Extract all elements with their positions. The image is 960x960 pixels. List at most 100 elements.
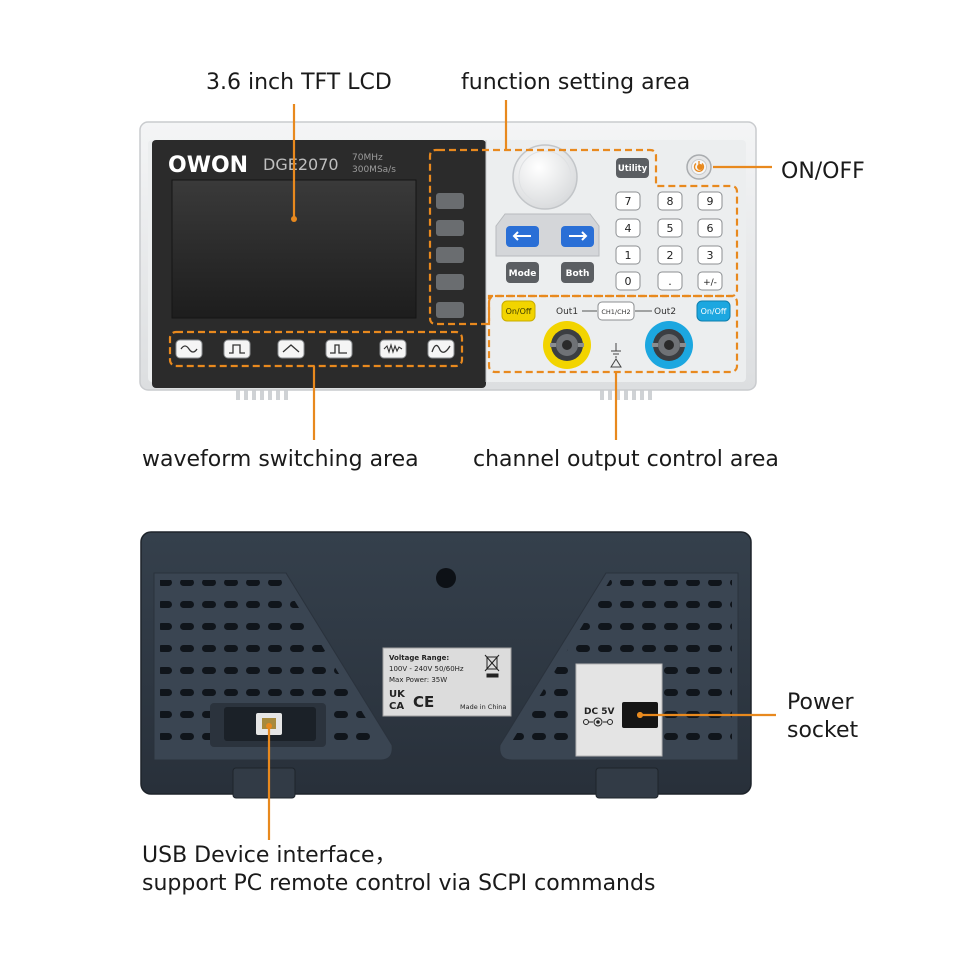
power-socket-callout-line2: socket bbox=[787, 718, 859, 743]
keypad-key[interactable] bbox=[697, 218, 723, 238]
soft-key-3[interactable] bbox=[436, 247, 464, 263]
keypad-key-label: 6 bbox=[707, 222, 714, 235]
usb-leader-dot bbox=[266, 723, 272, 729]
ground-icon bbox=[611, 343, 621, 358]
model-name: DGE2070 bbox=[263, 155, 339, 174]
ukca-mark-bottom: CA bbox=[389, 701, 404, 712]
keypad-key-label: 2 bbox=[667, 249, 674, 262]
keypad-key-label: . bbox=[668, 275, 672, 288]
keypad-key-label: 5 bbox=[667, 222, 674, 235]
keypad-key-label: 1 bbox=[625, 249, 632, 262]
channel-callout: channel output control area bbox=[473, 447, 779, 472]
utility-key[interactable] bbox=[616, 158, 649, 178]
callout-outlines bbox=[168, 148, 739, 374]
ch1-ch2-switch-label: CH1/CH2 bbox=[601, 308, 630, 316]
usb-callout-line2: support PC remote control via SCPI comma… bbox=[142, 871, 655, 896]
keypad-key[interactable] bbox=[697, 271, 723, 291]
noise-key[interactable] bbox=[379, 339, 407, 359]
label-voltage-range: Voltage Range: bbox=[389, 654, 449, 662]
weee-bin-icon bbox=[484, 654, 500, 678]
made-in-label: Made in China bbox=[460, 703, 506, 711]
sine-icon bbox=[180, 345, 198, 353]
noise-icon bbox=[383, 342, 403, 354]
waveform-callout: waveform switching area bbox=[142, 447, 419, 472]
keypad-key[interactable] bbox=[697, 191, 723, 211]
channel-area-outline bbox=[487, 294, 739, 374]
power-callout: ON/OFF bbox=[781, 159, 865, 184]
dc-polarity-icon bbox=[583, 717, 613, 727]
keypad-key[interactable] bbox=[657, 191, 683, 211]
keypad-key[interactable] bbox=[657, 245, 683, 265]
keypad-key[interactable] bbox=[615, 245, 641, 265]
keypad-key[interactable] bbox=[615, 191, 641, 211]
leader-lines bbox=[292, 100, 772, 440]
ch1-onoff-label: On/Off bbox=[506, 307, 532, 316]
ch2-onoff-label: On/Off bbox=[701, 307, 727, 316]
spec-line-2: 300MSa/s bbox=[352, 165, 396, 175]
keypad-key[interactable] bbox=[657, 218, 683, 238]
rear-panel: Voltage Range: 100V - 240V 50/60Hz Max P… bbox=[140, 531, 752, 799]
left-arrow-icon bbox=[512, 231, 531, 241]
brand-logo: OWON bbox=[168, 153, 248, 178]
front-feet bbox=[236, 388, 652, 400]
power-socket-callout-line1: Power bbox=[787, 690, 854, 715]
soft-key-2[interactable] bbox=[436, 220, 464, 236]
warning-icon bbox=[610, 358, 622, 368]
keypad-key[interactable] bbox=[697, 245, 723, 265]
square-key[interactable] bbox=[223, 339, 251, 359]
right-arrow-icon bbox=[569, 231, 588, 241]
utility-key-label: Utility bbox=[618, 164, 648, 174]
arb-key[interactable] bbox=[427, 339, 455, 359]
out1-bnc-connector[interactable] bbox=[543, 321, 591, 369]
arbitrary-icon bbox=[431, 344, 451, 353]
out2-bnc-connector[interactable] bbox=[645, 321, 693, 369]
keypad-key-label: 0 bbox=[625, 275, 632, 288]
rating-label bbox=[382, 647, 512, 717]
ce-mark: CE bbox=[413, 693, 434, 711]
ramp-icon bbox=[282, 344, 300, 353]
rear-foot-left bbox=[232, 767, 296, 799]
rear-leader-lines bbox=[267, 713, 776, 840]
keypad-key-label: 9 bbox=[707, 195, 714, 208]
keypad-key[interactable] bbox=[657, 271, 683, 291]
power-socket-leader-dot bbox=[637, 712, 643, 718]
ramp-key[interactable] bbox=[277, 339, 305, 359]
both-key-label: Both bbox=[566, 269, 590, 279]
both-key[interactable] bbox=[561, 262, 594, 283]
usb-callout-line1: USB Device interface， bbox=[142, 843, 397, 868]
label-voltage-values: 100V - 240V 50/60Hz bbox=[389, 665, 464, 673]
ukca-mark-top: UK bbox=[389, 689, 406, 700]
spec-line-1: 70MHz bbox=[352, 153, 383, 163]
keypad-key-label: 3 bbox=[707, 249, 714, 262]
square-icon bbox=[229, 344, 245, 354]
keypad-key-label: 7 bbox=[625, 195, 632, 208]
soft-key-4[interactable] bbox=[436, 274, 464, 290]
ch1-ch2-switch-key[interactable] bbox=[597, 301, 635, 321]
soft-key-5[interactable] bbox=[436, 302, 464, 318]
ch1-onoff-key[interactable] bbox=[501, 300, 536, 322]
pulse-icon bbox=[330, 344, 347, 354]
mode-key[interactable] bbox=[506, 262, 539, 283]
soft-key-1[interactable] bbox=[436, 193, 464, 209]
keypad-key-label: +/- bbox=[703, 278, 717, 288]
label-max-power: Max Power: 35W bbox=[389, 676, 447, 684]
keypad-key[interactable] bbox=[615, 218, 641, 238]
waveform-area-outline bbox=[168, 330, 464, 368]
rotary-knob[interactable] bbox=[512, 144, 578, 210]
function-callout: function setting area bbox=[461, 70, 690, 95]
rear-foot-right bbox=[595, 767, 659, 799]
out2-label: Out2 bbox=[654, 307, 676, 317]
ch2-onoff-key[interactable] bbox=[696, 300, 731, 322]
rear-screw-hole bbox=[436, 568, 456, 588]
lcd-callout: 3.6 inch TFT LCD bbox=[206, 70, 392, 95]
keypad-key-label: 4 bbox=[625, 222, 632, 235]
keypad-key[interactable] bbox=[615, 271, 641, 291]
power-leader-dot bbox=[697, 164, 703, 170]
function-area-outline bbox=[428, 148, 739, 326]
mode-key-label: Mode bbox=[509, 269, 537, 279]
front-panel: OWON DGE2070 70MHz 300MSa/s bbox=[139, 121, 757, 400]
waveform-keys bbox=[175, 339, 455, 359]
